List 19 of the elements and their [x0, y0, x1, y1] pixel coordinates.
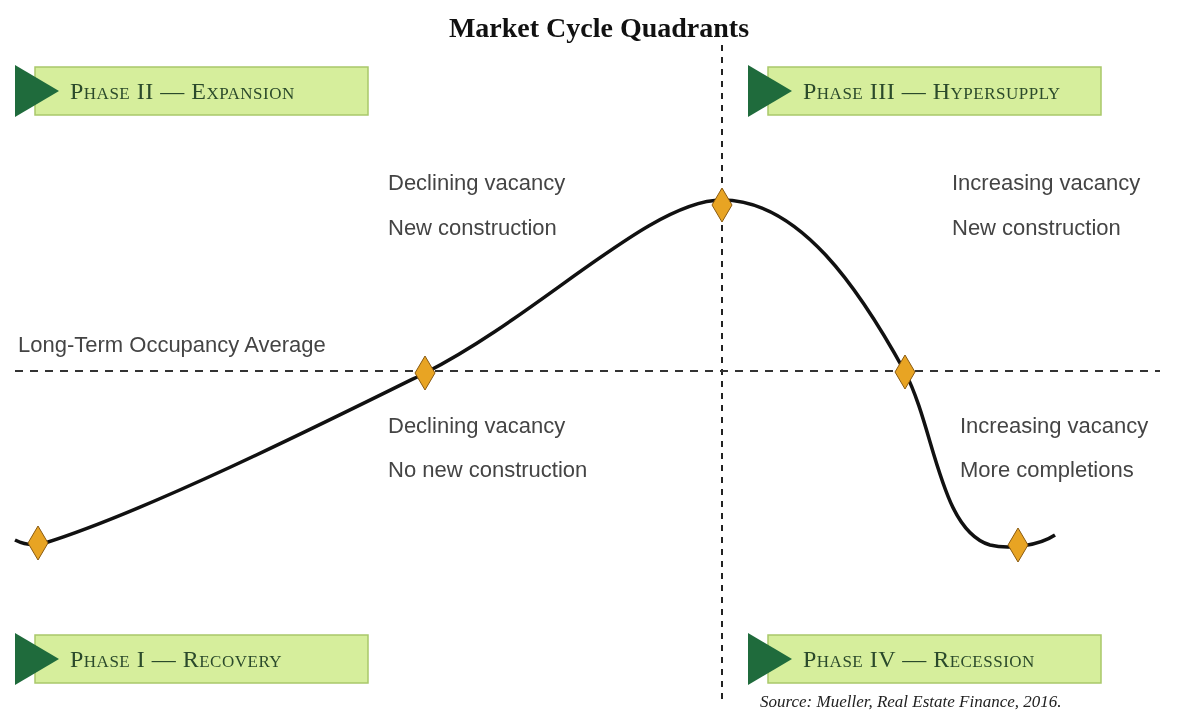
phase-label: Phase I — Recovery: [70, 646, 283, 673]
phase-label: Phase IV — Recession: [803, 646, 1035, 673]
quadrant-note: Declining vacancy: [388, 413, 566, 439]
chart-title: Market Cycle Quadrants: [447, 12, 751, 44]
quadrant-note: Increasing vacancy: [960, 413, 1149, 439]
phase-label: Phase II — Expansion: [70, 78, 295, 105]
quadrant-note: New construction: [388, 215, 557, 241]
quadrant-note: No new construction: [388, 457, 588, 483]
phase-banner: [748, 633, 1103, 685]
phase-banner: [748, 65, 1103, 117]
phase-banner: [15, 65, 370, 117]
average-line-label: Long-Term Occupancy Average: [18, 332, 326, 358]
phase-label: Phase III — Hypersupply: [803, 78, 1061, 105]
quadrant-note: Declining vacancy: [388, 170, 566, 196]
quadrant-note: Increasing vacancy: [952, 170, 1141, 196]
quadrant-note: More completions: [960, 457, 1134, 483]
source-note: Source: Mueller, Real Estate Finance, 2016.: [760, 692, 1062, 712]
phase-banner: [15, 633, 370, 685]
quadrant-note: New construction: [952, 215, 1121, 241]
